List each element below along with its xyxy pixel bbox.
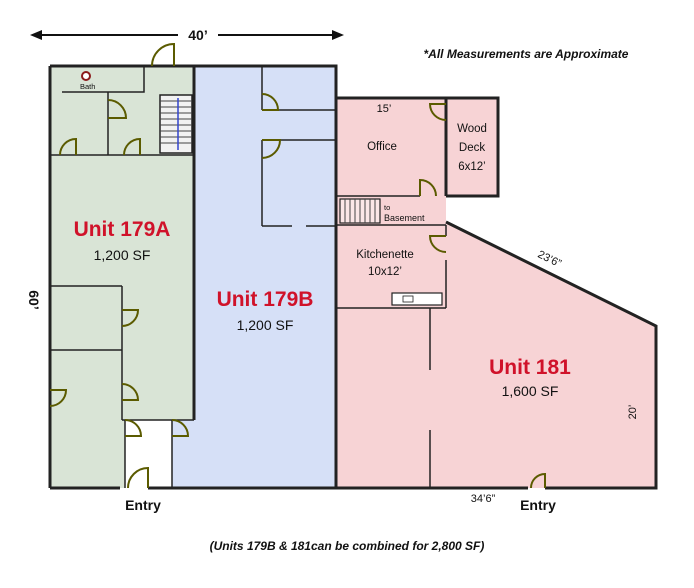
unit-179a-walls bbox=[50, 66, 194, 488]
basement-stairs bbox=[339, 198, 381, 224]
deck-label-3: 6x12’ bbox=[458, 161, 486, 173]
kitchenette-label: Kitchenette bbox=[356, 249, 414, 261]
deck-label-2: Deck bbox=[459, 142, 485, 154]
unit-179a-area-label: 1,200 SF bbox=[94, 247, 151, 263]
office-width-label: 15’ bbox=[377, 103, 392, 115]
kitchen-sink bbox=[402, 295, 414, 303]
bath-label: Bath bbox=[80, 82, 95, 91]
right-dimension-label: 20’ bbox=[627, 405, 639, 420]
basement-label-2: Basement bbox=[384, 213, 425, 223]
unit-181-name: Unit 181 bbox=[489, 356, 571, 379]
unit-181-walls bbox=[335, 96, 658, 490]
unit-179b-name: Unit 179B bbox=[217, 288, 314, 311]
deck-label-1: Wood bbox=[457, 123, 487, 135]
combine-note: (Units 179B & 181can be combined for 2,8… bbox=[210, 539, 485, 553]
office-label: Office bbox=[367, 141, 397, 153]
toilet-icon bbox=[81, 71, 91, 81]
measurement-note: *All Measurements are Approximate bbox=[424, 47, 629, 61]
unit-181-area-label: 1,600 SF bbox=[502, 383, 559, 399]
kitchenette-size-label: 10x12’ bbox=[368, 266, 402, 278]
entry-label-left: Entry bbox=[125, 497, 161, 513]
top-dimension-label: 40’ bbox=[188, 27, 207, 43]
entry-label-right: Entry bbox=[520, 497, 556, 513]
stairs-179a bbox=[159, 94, 193, 154]
bottom-dimension-label: 34’6” bbox=[471, 493, 496, 505]
unit-179b-area bbox=[172, 66, 336, 488]
unit-179b-area-label: 1,200 SF bbox=[237, 317, 294, 333]
left-dimension-label: 60’ bbox=[26, 290, 42, 309]
unit-179a-area bbox=[50, 66, 194, 488]
kitchen-counter bbox=[391, 292, 443, 306]
unit-179a-name: Unit 179A bbox=[74, 218, 171, 241]
unit-181-area bbox=[336, 98, 656, 488]
basement-label-1: to bbox=[384, 203, 390, 212]
top-dimension bbox=[30, 30, 344, 40]
doors bbox=[49, 42, 546, 489]
